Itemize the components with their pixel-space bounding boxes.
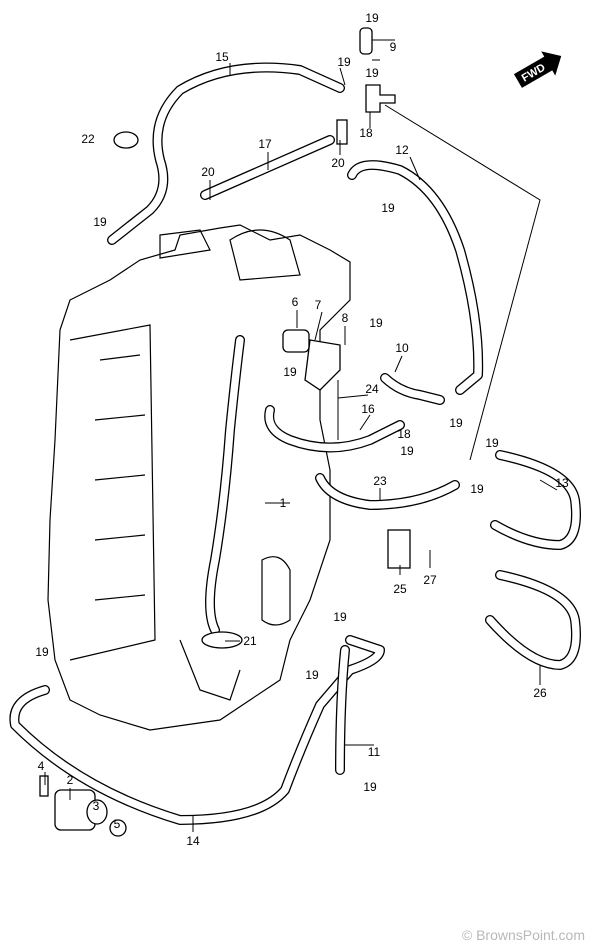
- part-callout: 20: [331, 156, 345, 170]
- hoses: [9, 62, 581, 825]
- part-callout: 6: [292, 295, 299, 309]
- part-callout: 19: [381, 201, 395, 215]
- watermark-text: © BrownsPoint.com: [462, 927, 585, 943]
- part-callout: 19: [337, 55, 351, 69]
- part-callout: 22: [81, 132, 95, 146]
- leader-lines: [44, 39, 558, 832]
- part-callout: 4: [38, 759, 45, 773]
- part-callout: 21: [243, 634, 257, 648]
- part-callout: 24: [365, 382, 379, 396]
- part-callout: 20: [201, 165, 215, 179]
- part-callout: 15: [215, 50, 229, 64]
- part-callout: 17: [258, 137, 272, 151]
- part-callout: 14: [186, 834, 200, 848]
- part-callout: 26: [533, 686, 547, 700]
- part-callout: 3: [93, 799, 100, 813]
- part-callout: 13: [555, 476, 569, 490]
- part-callout: 19: [363, 780, 377, 794]
- part-callout: 16: [361, 402, 375, 416]
- part-callout: 7: [315, 298, 322, 312]
- part-callout: 19: [365, 11, 379, 25]
- part-callout: 25: [393, 582, 407, 596]
- part-callout: 19: [305, 668, 319, 682]
- part-callout: 1: [280, 496, 287, 510]
- part-callout: 19: [485, 436, 499, 450]
- part-callout: 27: [423, 573, 437, 587]
- part-callout: 19: [283, 365, 297, 379]
- part-callout: 19: [93, 215, 107, 229]
- part-callout: 19: [333, 610, 347, 624]
- part-callout: 9: [390, 40, 397, 54]
- part-callout: 18: [397, 427, 411, 441]
- part-callout: 19: [35, 645, 49, 659]
- part-callout: 19: [400, 444, 414, 458]
- part-callout: 2: [67, 773, 74, 787]
- forward-direction-badge: FWD: [513, 51, 562, 88]
- part-callout: 19: [449, 416, 463, 430]
- part-callout: 19: [470, 482, 484, 496]
- engine-block: [47, 224, 351, 731]
- part-callout: 18: [359, 126, 373, 140]
- part-callout: 5: [114, 817, 121, 831]
- part-callout: 19: [369, 316, 383, 330]
- part-callout: 19: [365, 66, 379, 80]
- small-parts: [39, 27, 411, 837]
- part-callout: 11: [368, 745, 381, 759]
- part-callout: 12: [395, 143, 409, 157]
- part-callout: 23: [373, 474, 387, 488]
- part-callout: 10: [395, 341, 409, 355]
- part-callout: 8: [342, 311, 349, 325]
